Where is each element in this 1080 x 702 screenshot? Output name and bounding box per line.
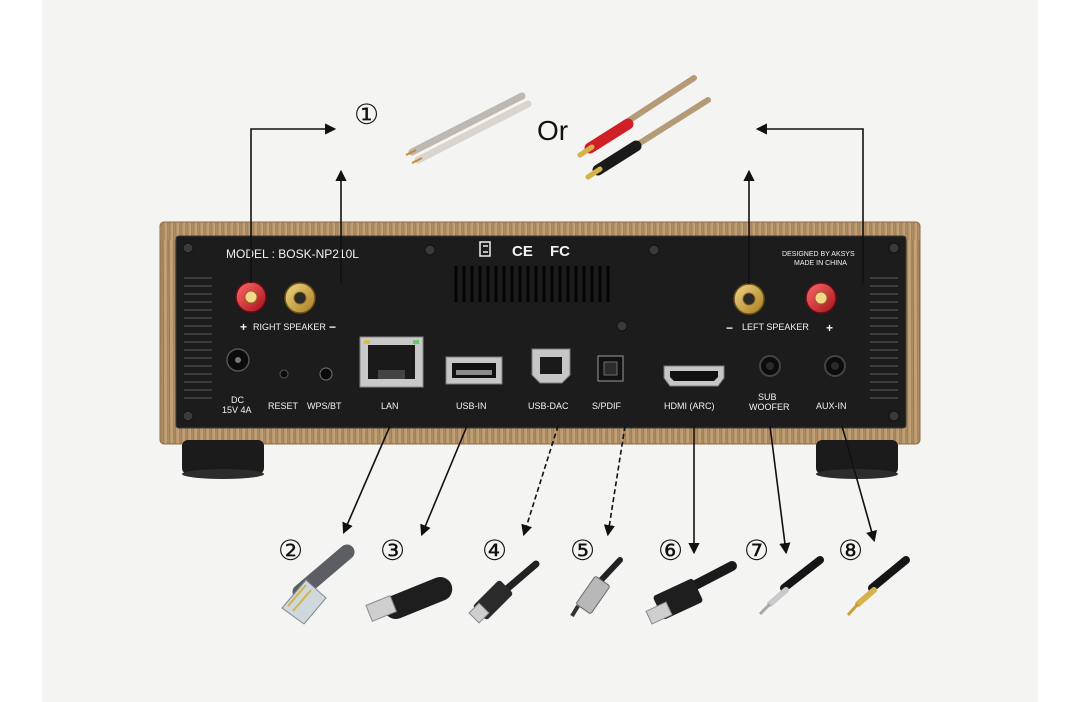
banana-plug-cable-icon — [577, 75, 711, 180]
speaker-arrows — [250, 123, 864, 284]
connection-diagram: MODEL : BOSK-NP210L CE FC DESIGNED BY AK… — [159, 75, 921, 625]
callout-6: ⑥ — [658, 534, 683, 567]
ethernet-cable-icon — [281, 544, 355, 625]
device-feet — [182, 440, 898, 479]
jack-cable-gold-icon — [846, 556, 910, 617]
reset-label: RESET — [268, 401, 299, 411]
subwoofer-label-line2: WOOFER — [749, 402, 790, 412]
right-speaker-positive-terminal — [235, 281, 267, 313]
callout-8: ⑧ — [838, 534, 863, 567]
panel-screws — [182, 242, 900, 422]
callout-7: ⑦ — [744, 534, 769, 567]
optical-toslink-cable-icon — [570, 557, 623, 618]
port-arrows — [342, 425, 877, 555]
usb-dac-label: USB-DAC — [528, 401, 569, 411]
spdif-label: S/PDIF — [592, 401, 622, 411]
callout-5: ⑤ — [570, 534, 595, 567]
center-vent — [454, 266, 610, 302]
lan-port — [359, 336, 424, 388]
left-speaker-minus: − — [726, 321, 733, 335]
hdmi-port — [663, 365, 725, 387]
lan-label: LAN — [381, 401, 399, 411]
model-label: MODEL : BOSK-NP210L — [226, 247, 359, 261]
callout-1: ① — [354, 98, 379, 131]
jack-cable-silver-icon — [758, 556, 824, 616]
right-speaker-plus: + — [240, 320, 247, 334]
wps-bt-button — [319, 367, 333, 381]
callout-4: ④ — [482, 534, 507, 567]
callout-2: ② — [278, 534, 303, 567]
fc-mark: FC — [550, 243, 570, 260]
hdmi-label: HDMI (ARC) — [664, 401, 715, 411]
dc-jack — [226, 348, 250, 372]
left-vent — [184, 277, 212, 399]
ce-mark: CE — [512, 243, 533, 260]
diagram-canvas: MODEL : BOSK-NP210L CE FC DESIGNED BY AK… — [42, 0, 1038, 702]
left-speaker-plus: + — [826, 321, 833, 335]
usb-in-port — [445, 356, 503, 385]
subwoofer-label-line1: SUB — [758, 392, 777, 402]
left-speaker-negative-terminal — [733, 283, 765, 315]
dc-label-line1: DC — [231, 395, 244, 405]
wps-bt-label: WPS/BT — [307, 401, 342, 411]
right-speaker-minus: − — [329, 320, 336, 334]
rear-panel — [175, 235, 907, 429]
reset-button — [279, 369, 289, 379]
usb-dac-port — [531, 348, 571, 384]
spdif-port — [597, 355, 624, 382]
or-label: Or — [537, 115, 568, 146]
aux-in-jack — [824, 355, 846, 377]
kc-mark-icon — [479, 241, 491, 257]
dc-label-line2: 15V 4A — [222, 405, 252, 415]
right-speaker-label: RIGHT SPEAKER — [253, 322, 326, 332]
callout-3: ③ — [380, 534, 405, 567]
subwoofer-jack — [759, 355, 781, 377]
usb-b-cable-icon — [468, 560, 540, 624]
bare-speaker-wire-icon — [405, 92, 532, 164]
right-vent — [870, 277, 898, 399]
aux-in-label: AUX-IN — [816, 401, 847, 411]
left-speaker-positive-terminal — [805, 282, 837, 314]
right-speaker-negative-terminal — [284, 282, 316, 314]
usb-flash-drive-icon — [365, 577, 453, 622]
usb-in-label: USB-IN — [456, 401, 487, 411]
hdmi-cable-icon — [645, 561, 737, 625]
left-speaker-label: LEFT SPEAKER — [742, 322, 809, 332]
made-in-label: MADE IN CHINA — [794, 260, 847, 267]
designed-by-label: DESIGNED BY AKSYS — [782, 251, 855, 258]
